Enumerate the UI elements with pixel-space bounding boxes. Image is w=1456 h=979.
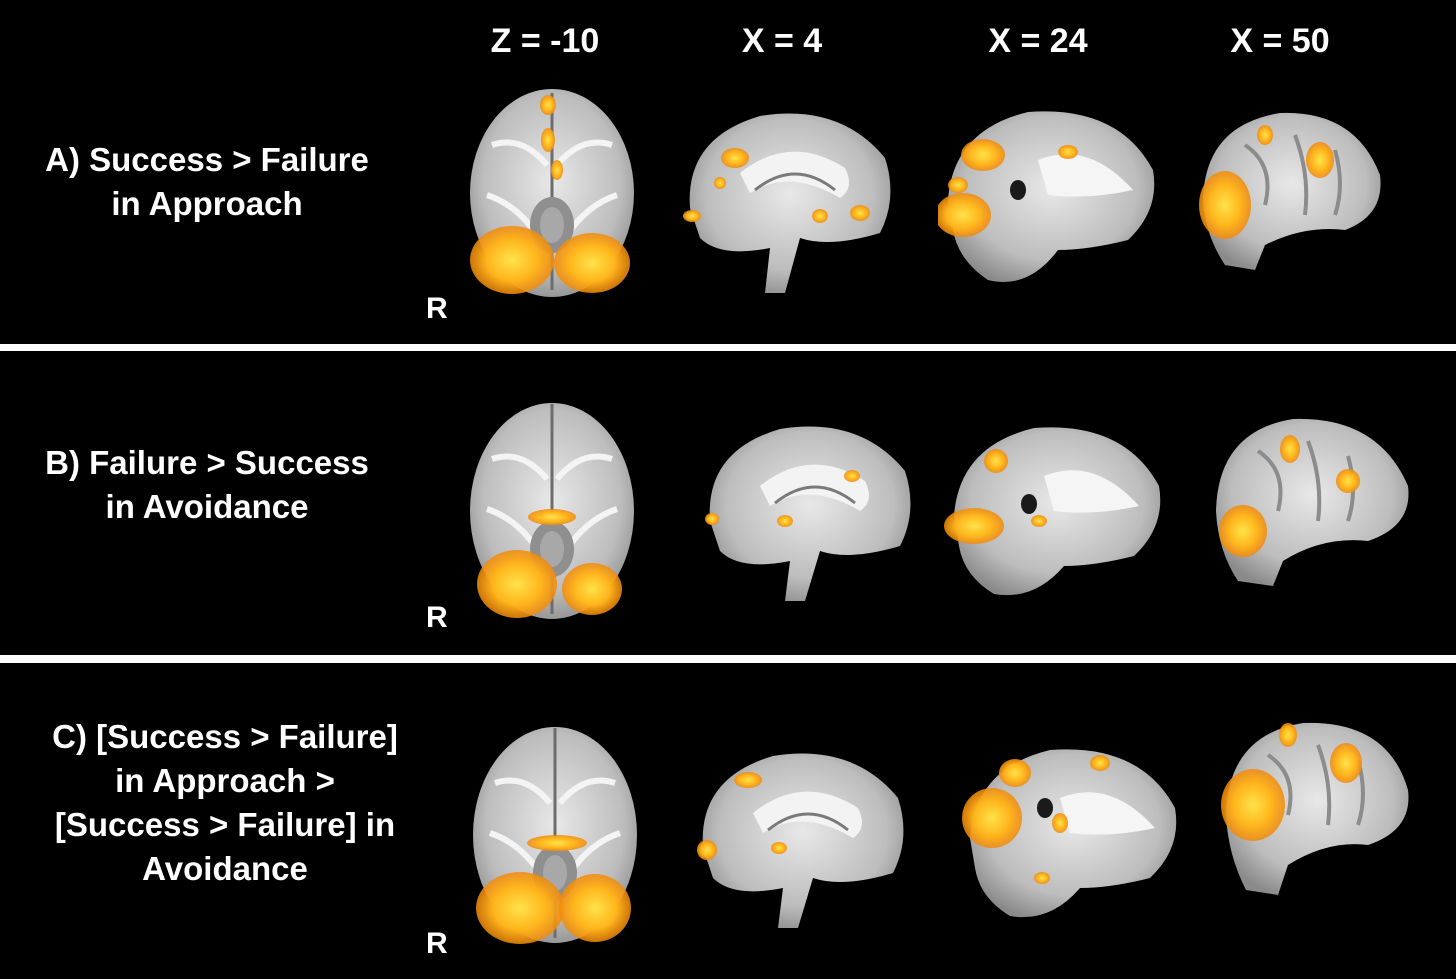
column-header-x4: X = 4 — [741, 22, 823, 60]
panel-c-label: C) [Success > Failure] in Approach > [Su… — [20, 715, 430, 891]
panel-b-label-line: B) Failure > Success — [45, 444, 369, 481]
sagittal-slice-x50-image — [1221, 722, 1409, 895]
sagittal-slice-x4-image — [697, 753, 904, 928]
right-hemisphere-marker: R — [426, 927, 448, 960]
panel-a-label: A) Success > Failure in Approach — [22, 138, 392, 226]
panel-c-label-line: C) [Success > Failure] — [52, 718, 398, 755]
panel-b-label-line: in Avoidance — [105, 488, 309, 525]
sagittal-slice-x50-image — [1199, 112, 1381, 270]
sagittal-slice-x24-image — [944, 427, 1161, 596]
panel-a-label-line: in Approach — [111, 185, 303, 222]
right-hemisphere-marker: R — [426, 292, 448, 325]
panel-c-label-line: in Approach > — [115, 762, 335, 799]
axial-slice-image — [470, 89, 634, 297]
panel-a-label-line: A) Success > Failure — [45, 141, 369, 178]
axial-slice-image — [473, 727, 637, 944]
column-header-z-minus10: Z = -10 — [490, 22, 600, 60]
panel-c-label-line: [Success > Failure] in — [54, 806, 396, 843]
sagittal-slice-x4-image — [705, 426, 911, 601]
panel-a: A) Success > Failure in Approach R — [0, 0, 1456, 344]
column-header-x24: X = 24 — [988, 22, 1088, 60]
column-header-x50: X = 50 — [1230, 22, 1330, 60]
panel-c-label-line: Avoidance — [142, 850, 308, 887]
panel-c: C) [Success > Failure] in Approach > [Su… — [0, 663, 1456, 979]
right-hemisphere-marker: R — [426, 601, 448, 634]
sagittal-slice-x24-image — [938, 111, 1155, 282]
sagittal-slice-x4-image — [683, 113, 891, 293]
panel-b: B) Failure > Success in Avoidance R — [0, 351, 1456, 655]
axial-slice-image — [470, 403, 634, 619]
panel-b-label: B) Failure > Success in Avoidance — [22, 441, 392, 529]
sagittal-slice-x24-image — [962, 749, 1177, 918]
sagittal-slice-x50-image — [1216, 418, 1409, 586]
